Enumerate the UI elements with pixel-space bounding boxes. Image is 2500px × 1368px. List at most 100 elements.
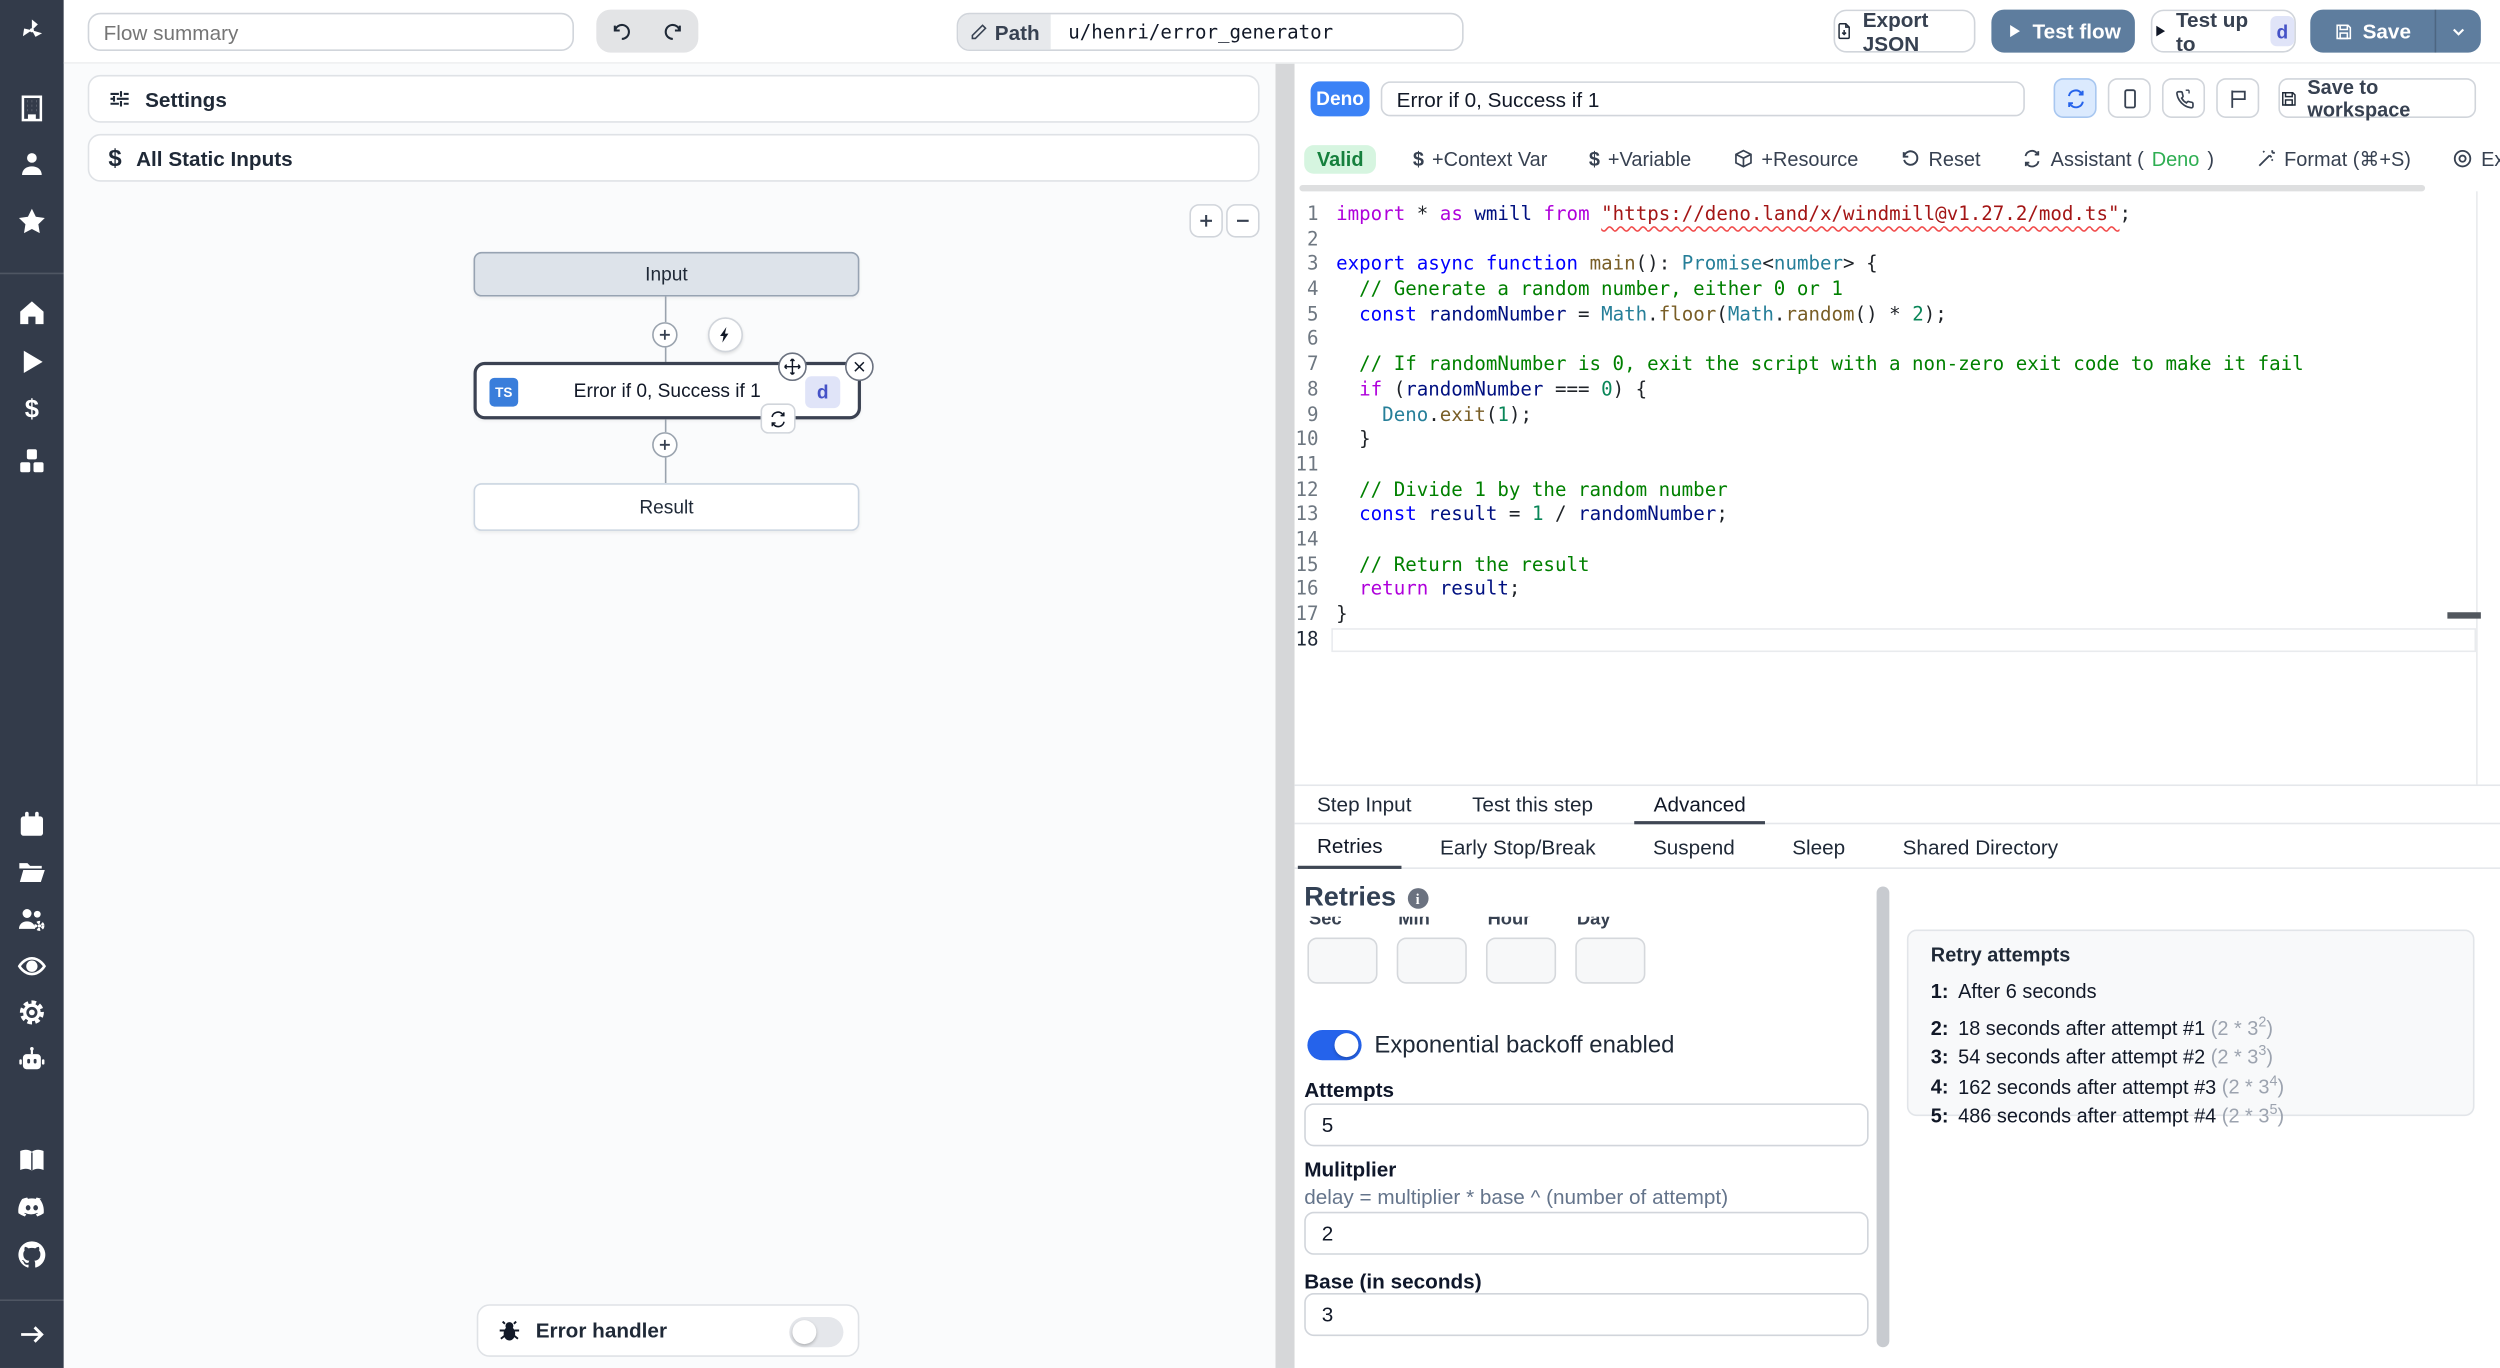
sync-button[interactable] bbox=[2053, 78, 2097, 118]
webhook-button[interactable] bbox=[2161, 78, 2206, 118]
code-line[interactable]: 18 bbox=[1295, 627, 2481, 653]
eye-icon[interactable] bbox=[17, 952, 47, 981]
test-flow-button[interactable]: Test flow bbox=[1991, 9, 2135, 53]
base-input[interactable] bbox=[1304, 1293, 1869, 1337]
mobile-view-button[interactable] bbox=[2107, 78, 2151, 118]
code-line[interactable]: 14 bbox=[1295, 528, 2481, 553]
retries-scrollbar[interactable] bbox=[1876, 886, 1890, 1348]
editor-top-scrollbar[interactable] bbox=[1299, 184, 2426, 192]
error-handler-toggle[interactable] bbox=[789, 1316, 844, 1348]
flow-result-node[interactable]: Result bbox=[473, 483, 860, 531]
home-icon[interactable] bbox=[18, 298, 47, 327]
explore-scripts-button[interactable]: Explore other s bbox=[2432, 147, 2500, 170]
flow-summary-input[interactable] bbox=[87, 12, 574, 52]
exponential-backoff-toggle[interactable] bbox=[1307, 1029, 1362, 1061]
flow-step-node[interactable]: TS Error if 0, Success if 1 d bbox=[473, 361, 861, 420]
attempts-input[interactable] bbox=[1304, 1103, 1869, 1147]
add-context-var-button[interactable]: $ +Context Var bbox=[1392, 147, 1568, 169]
code-line[interactable]: 7 // If randomNumber is 0, exit the scri… bbox=[1295, 353, 2481, 378]
undo-button[interactable] bbox=[596, 10, 647, 53]
github-icon[interactable] bbox=[18, 1240, 47, 1269]
export-json-button[interactable]: Export JSON bbox=[1833, 7, 1976, 55]
user-icon[interactable] bbox=[18, 150, 47, 179]
overview-ruler-mark[interactable] bbox=[2447, 612, 2481, 618]
calendar-icon[interactable] bbox=[18, 810, 47, 839]
zoom-out-button[interactable] bbox=[1226, 204, 1260, 238]
save-to-workspace-button[interactable]: Save to workspace bbox=[2278, 76, 2477, 120]
code-line[interactable]: 4 // Generate a random number, either 0 … bbox=[1295, 278, 2481, 303]
settings-row[interactable]: Settings bbox=[87, 74, 1260, 123]
panel-splitter[interactable] bbox=[1275, 63, 1295, 1368]
code-line[interactable]: 9 Deno.exit(1); bbox=[1295, 403, 2481, 428]
test-up-to-button[interactable]: Test up to d bbox=[2150, 7, 2296, 56]
tab-advanced[interactable]: Advanced bbox=[1634, 786, 1765, 825]
multiplier-input[interactable] bbox=[1304, 1211, 1869, 1255]
save-dropdown-button[interactable] bbox=[2436, 10, 2481, 53]
gear-icon[interactable] bbox=[18, 998, 47, 1027]
multiplier-help: delay = multiplier * base ^ (number of a… bbox=[1304, 1184, 1729, 1209]
save-button[interactable]: Save bbox=[2310, 10, 2434, 53]
windmill-logo-icon[interactable] bbox=[18, 16, 47, 45]
book-icon[interactable] bbox=[18, 1146, 47, 1175]
code-line[interactable]: 8 if (randomNumber === 0) { bbox=[1295, 378, 2481, 403]
step-title-input[interactable] bbox=[1380, 81, 2025, 117]
robot-icon[interactable] bbox=[18, 1046, 47, 1075]
error-handler-row[interactable]: Error handler bbox=[476, 1304, 860, 1357]
add-resource-button[interactable]: +Resource bbox=[1712, 147, 1879, 170]
building-icon[interactable] bbox=[18, 94, 47, 123]
play-icon[interactable] bbox=[18, 348, 47, 377]
code-line[interactable]: 17} bbox=[1295, 603, 2481, 628]
format-label: Format (⌘+S) bbox=[2284, 148, 2411, 171]
add-step-button[interactable] bbox=[652, 322, 678, 348]
reset-button[interactable]: Reset bbox=[1879, 147, 2001, 170]
day-input[interactable] bbox=[1575, 937, 1646, 984]
discord-icon[interactable] bbox=[18, 1193, 47, 1222]
step-id-badge: d bbox=[805, 376, 841, 409]
path-field[interactable]: Path u/henri/error_generator bbox=[956, 12, 1464, 52]
all-static-inputs-row[interactable]: $ All Static Inputs bbox=[87, 133, 1260, 182]
folder-open-icon[interactable] bbox=[18, 858, 47, 887]
code-line[interactable]: 12 // Divide 1 by the random number bbox=[1295, 478, 2481, 503]
code-line[interactable]: 6 bbox=[1295, 328, 2481, 353]
trigger-button[interactable] bbox=[707, 317, 743, 353]
tab-step-input[interactable]: Step Input bbox=[1316, 792, 1412, 817]
move-step-handle[interactable] bbox=[778, 352, 807, 382]
code-line[interactable]: 5 const randomNumber = Math.floor(Math.r… bbox=[1295, 303, 2481, 328]
code-line[interactable]: 16 return result; bbox=[1295, 578, 2481, 603]
redo-button[interactable] bbox=[647, 10, 698, 53]
users-gear-icon[interactable] bbox=[18, 906, 47, 935]
dollar-icon[interactable]: $ bbox=[24, 397, 39, 425]
min-input[interactable] bbox=[1396, 937, 1467, 984]
hour-input[interactable] bbox=[1485, 937, 1557, 984]
add-step-button[interactable] bbox=[652, 432, 678, 458]
star-icon[interactable] bbox=[18, 207, 47, 236]
tab-test-this-step[interactable]: Test this step bbox=[1472, 792, 1594, 817]
code-line[interactable]: 15 // Return the result bbox=[1295, 553, 2481, 578]
info-icon[interactable]: i bbox=[1407, 888, 1428, 909]
code-line[interactable]: 13 const result = 1 / randomNumber; bbox=[1295, 503, 2481, 528]
add-variable-button[interactable]: $ +Variable bbox=[1568, 147, 1712, 169]
subtab-retries[interactable]: Retries bbox=[1297, 826, 1402, 869]
flag-button[interactable] bbox=[2216, 78, 2260, 118]
arrow-right-icon[interactable] bbox=[18, 1320, 47, 1349]
zoom-in-button[interactable] bbox=[1189, 204, 1223, 238]
assistant-button[interactable]: Assistant (Deno) bbox=[2001, 147, 2234, 170]
subtab-shared-directory[interactable]: Shared Directory bbox=[1902, 834, 2059, 859]
code-line[interactable]: 2 bbox=[1295, 227, 2481, 252]
boxes-icon[interactable] bbox=[18, 446, 47, 475]
format-button[interactable]: Format (⌘+S) bbox=[2235, 147, 2432, 171]
flow-input-node[interactable]: Input bbox=[473, 251, 860, 297]
sec-input[interactable] bbox=[1307, 937, 1378, 984]
delete-step-button[interactable] bbox=[845, 352, 874, 382]
retry-indicator-button[interactable] bbox=[760, 403, 796, 434]
subtab-suspend[interactable]: Suspend bbox=[1652, 834, 1735, 859]
code-line[interactable]: 10 } bbox=[1295, 428, 2481, 453]
code-line[interactable]: 11 bbox=[1295, 453, 2481, 478]
subtab-sleep[interactable]: Sleep bbox=[1792, 834, 1846, 859]
base-label: Base (in seconds) bbox=[1304, 1269, 1482, 1294]
test-up-to-label: Test up to bbox=[2175, 7, 2249, 56]
subtab-early-stop[interactable]: Early Stop/Break bbox=[1440, 834, 1596, 859]
